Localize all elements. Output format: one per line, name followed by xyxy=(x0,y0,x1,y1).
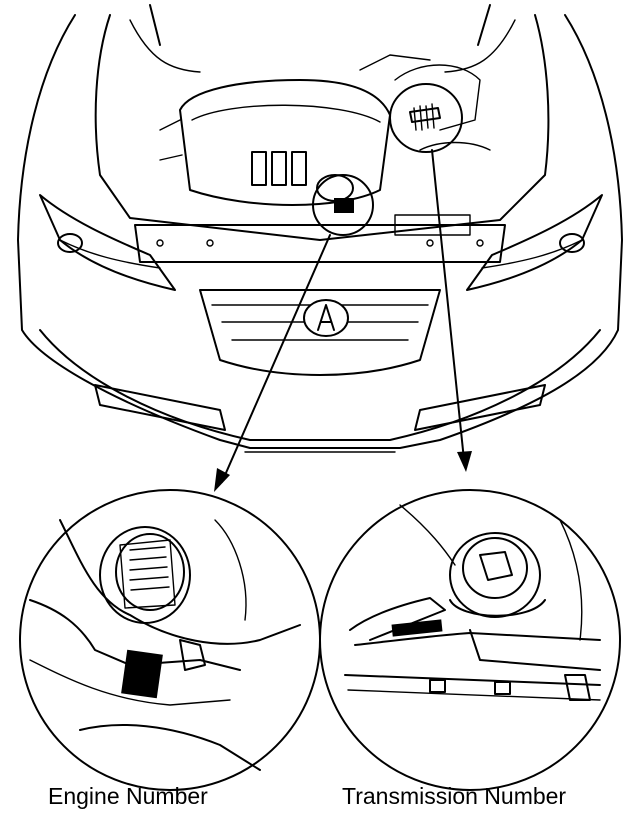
engine-number-label: Engine Number xyxy=(48,783,208,809)
transmission-number-plate xyxy=(391,619,443,637)
transmission-pointer-arrow xyxy=(431,149,472,472)
engine-locator-circle xyxy=(312,174,374,236)
transmission-number-label: Transmission Number xyxy=(342,783,567,809)
acura-emblem-icon xyxy=(303,299,349,337)
transmission-locator-circle xyxy=(389,83,463,153)
car-front-illustration xyxy=(17,4,623,453)
engine-number-detail xyxy=(19,489,321,791)
transmission-number-detail xyxy=(319,489,621,791)
engine-illustration xyxy=(159,54,491,206)
engine-pointer-arrow xyxy=(214,234,331,492)
engine-number-plate xyxy=(121,649,163,699)
engine-number-marker xyxy=(334,198,354,213)
